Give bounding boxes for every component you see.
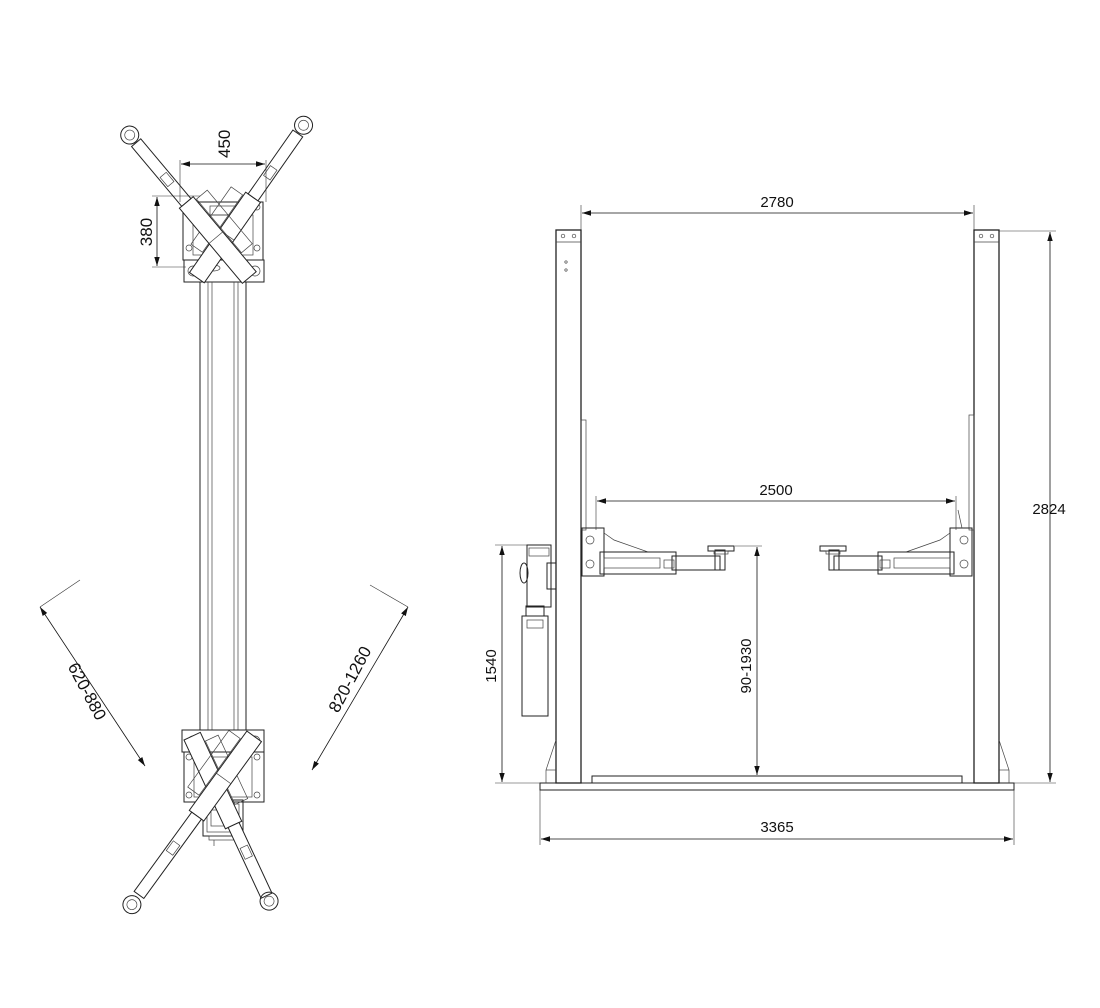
dim-width: 450	[179, 130, 267, 202]
power-unit	[519, 544, 557, 717]
top-view: 450 380 620-880 820-1260	[39, 115, 409, 915]
dim-lift-range-label: 90-1930	[738, 638, 755, 693]
dim-depth: 380	[137, 195, 200, 268]
dim-lift-range: 90-1930	[735, 545, 762, 775]
dim-overall-width-label: 3365	[760, 819, 793, 836]
front-view: 2780 2500 2824 1540 90-1930	[483, 194, 1066, 845]
dim-width-label: 450	[215, 130, 234, 158]
floor-cover-plate	[199, 281, 247, 731]
dim-overall-width: 3365	[539, 790, 1015, 845]
dim-power-unit-height-label: 1540	[483, 649, 500, 682]
right-carriage-arm	[819, 509, 973, 577]
swing-arm-upper-right	[120, 125, 257, 285]
dim-short-arm: 620-880	[39, 579, 146, 767]
dim-inner-width-label: 2780	[760, 194, 793, 211]
dim-arm-span-label: 2500	[759, 482, 792, 499]
dim-depth-label: 380	[137, 218, 156, 246]
swing-arm-lower-right	[122, 729, 263, 915]
dim-height: 2824	[999, 230, 1066, 784]
base-plate	[539, 782, 1015, 791]
left-column	[545, 229, 587, 784]
swing-arm-upper-left	[188, 115, 314, 284]
right-column	[968, 229, 1010, 784]
dim-long-arm: 820-1260	[311, 584, 409, 771]
dim-inner-width: 2780	[580, 194, 975, 230]
dim-arm-span: 2500	[595, 482, 957, 530]
left-carriage-arm	[581, 527, 735, 577]
dim-short-arm-label: 620-880	[64, 659, 110, 723]
dim-height-label: 2824	[1032, 501, 1065, 518]
dim-power-unit-height: 1540	[483, 544, 540, 784]
floor-cover	[591, 775, 963, 784]
